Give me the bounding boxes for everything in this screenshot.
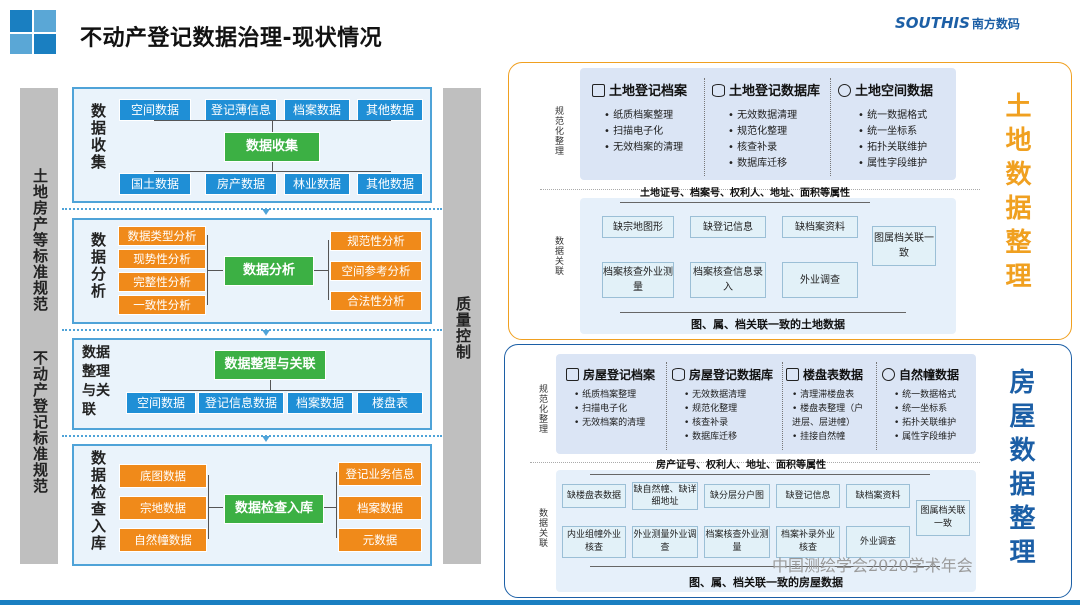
house-big-label: 房屋数据整理: [1005, 368, 1035, 572]
land-col-db-title: 土地登记数据库: [712, 80, 820, 99]
output-box: 档案数据: [338, 496, 422, 520]
standards-column: 土地房产等标准规范 不动产登记标准规范: [20, 88, 58, 564]
issue-box: 缺自然幢、缺详细地址: [632, 482, 698, 510]
land-col-spatial-title: 土地空间数据: [838, 80, 933, 99]
output-box: 房产数据: [205, 173, 277, 195]
issue-box: 缺登记信息: [690, 216, 766, 238]
panel-data-analysis: 数据分析 数据类型分析 现势性分析 完整性分析 一致性分析 数据分析 规范性分析…: [72, 218, 432, 324]
output-box: 楼盘表: [357, 392, 423, 414]
output-box: 其他数据: [357, 173, 423, 195]
standards-label-top: 土地房产等标准规范: [31, 168, 49, 312]
collect-center-box: 数据收集: [224, 132, 320, 162]
land-footer: 图、属、档关联一致的土地数据: [691, 318, 845, 331]
analysis-box: 合法性分析: [330, 291, 422, 311]
house-archive-list: 纸质档案整理扫描电子化无效档案的清理: [574, 388, 645, 430]
separator: [62, 208, 442, 210]
panel-title: 数据分析: [89, 232, 107, 300]
land-data-frame: [508, 62, 1072, 340]
house-building-list: 清理滞楼盘表楼盘表整理（户 进层、层进幢）挂接自然幢: [792, 388, 874, 444]
house-col-archive-title: 房屋登记档案: [566, 366, 655, 383]
land-attr-line: 土地证号、档案号、权利人、地址、面积等属性: [640, 188, 850, 199]
flow-arrow: [262, 436, 270, 442]
issue-box: 缺档案资料: [782, 216, 858, 238]
analysis-box: 现势性分析: [118, 249, 206, 269]
output-box: 登记信息数据: [198, 392, 284, 414]
analysis-box: 一致性分析: [118, 295, 206, 315]
action-box: 档案核查信息录入: [690, 262, 766, 298]
house-natural-list: 统一数据格式统一坐标系拓扑关联维护属性字段维护: [894, 388, 956, 444]
side-label: 数据关联: [537, 508, 547, 548]
land-col-archive-title: 土地登记档案: [592, 80, 687, 99]
input-box: 底图数据: [119, 464, 207, 488]
house-col-building-title: 楼盘表数据: [786, 366, 863, 383]
issue-box: 缺楼盘表数据: [562, 484, 626, 508]
action-box: 外业调查: [846, 526, 910, 558]
standards-label-bottom: 不动产登记标准规范: [31, 350, 49, 494]
issue-box: 缺登记信息: [776, 484, 840, 508]
house-footer: 图、属、档关联一致的房屋数据: [689, 576, 843, 589]
source-box: 空间数据: [119, 99, 191, 121]
page-title: 不动产登记数据治理-现状情况: [80, 26, 383, 51]
analysis-center-box: 数据分析: [224, 256, 314, 286]
issue-box: 缺档案资料: [846, 484, 910, 508]
land-big-label: 土地数据整理: [1001, 92, 1031, 296]
flow-arrow: [262, 330, 270, 336]
house-attr-line: 房产证号、权利人、地址、面积等属性: [656, 460, 826, 471]
source-box: 档案数据: [284, 99, 350, 121]
side-label: 规范化整理: [537, 384, 547, 434]
result-box: 图属档关联一致: [916, 500, 970, 536]
action-box: 外业测量外业调查: [632, 526, 698, 558]
check-center-box: 数据检查入库: [224, 494, 324, 524]
separator: [62, 329, 442, 331]
land-db-list: 无效数据清理规范化整理核查补录数据库迁移: [728, 108, 797, 172]
action-box: 档案补录外业核查: [776, 526, 840, 558]
land-archive-list: 纸质档案整理扫描电子化无效档案的清理: [604, 108, 683, 156]
panel-data-check: 数据检查入库 底图数据 宗地数据 自然幢数据 数据检查入库 登记业务信息 档案数…: [72, 444, 432, 566]
result-box: 图属档关联一致: [872, 226, 936, 266]
output-box: 元数据: [338, 528, 422, 552]
watermark: 中国测绘学会2020学术年会: [772, 556, 973, 575]
source-box: 登记薄信息: [205, 99, 277, 121]
panel-data-collection: 数据收集 空间数据 登记薄信息 档案数据 其他数据 数据收集 国土数据 房产数据…: [72, 87, 432, 203]
analysis-box: 数据类型分析: [118, 226, 206, 246]
issue-box: 缺分层分户图: [704, 484, 770, 508]
action-box: 档案核查外业测量: [704, 526, 770, 558]
output-box: 林业数据: [284, 173, 350, 195]
action-box: 档案核查外业测量: [602, 262, 674, 298]
panel-title: 数据检查入库: [89, 450, 107, 552]
side-label: 数据关联: [553, 236, 563, 276]
house-data-frame: [504, 344, 1072, 598]
input-box: 自然幢数据: [119, 528, 207, 552]
analysis-box: 完整性分析: [118, 272, 206, 292]
output-box: 国土数据: [119, 173, 191, 195]
action-box: 内业组幢外业核查: [562, 526, 626, 558]
separator: [62, 435, 442, 437]
house-db-list: 无效数据清理规范化整理核查补录数据库迁移: [684, 388, 746, 444]
output-box: 登记业务信息: [338, 462, 422, 486]
analysis-box: 空间参考分析: [330, 261, 422, 281]
house-col-natural-title: 自然幢数据: [882, 366, 959, 383]
analysis-box: 规范性分析: [330, 231, 422, 251]
house-col-db-title: 房屋登记数据库: [672, 366, 773, 383]
bottom-rule: [0, 600, 1080, 605]
output-box: 档案数据: [287, 392, 353, 414]
header-decoration: [10, 10, 68, 54]
issue-box: 缺宗地图形: [602, 216, 674, 238]
quality-control-label: 质量控制: [454, 296, 472, 360]
quality-control-column: 质量控制: [443, 88, 481, 564]
association-center-box: 数据整理与关联: [214, 350, 326, 380]
input-box: 宗地数据: [119, 496, 207, 520]
flow-arrow: [262, 209, 270, 215]
panel-data-association: 数据整理与关联 数据整理与关联 空间数据 登记信息数据 档案数据 楼盘表: [72, 338, 432, 430]
land-spatial-list: 统一数据格式统一坐标系拓扑关联维护属性字段维护: [858, 108, 927, 172]
side-label: 规范化整理: [553, 106, 563, 156]
source-box: 其他数据: [357, 99, 423, 121]
action-box: 外业调查: [782, 262, 858, 298]
panel-title: 数据收集: [89, 103, 107, 171]
output-box: 空间数据: [126, 392, 196, 414]
